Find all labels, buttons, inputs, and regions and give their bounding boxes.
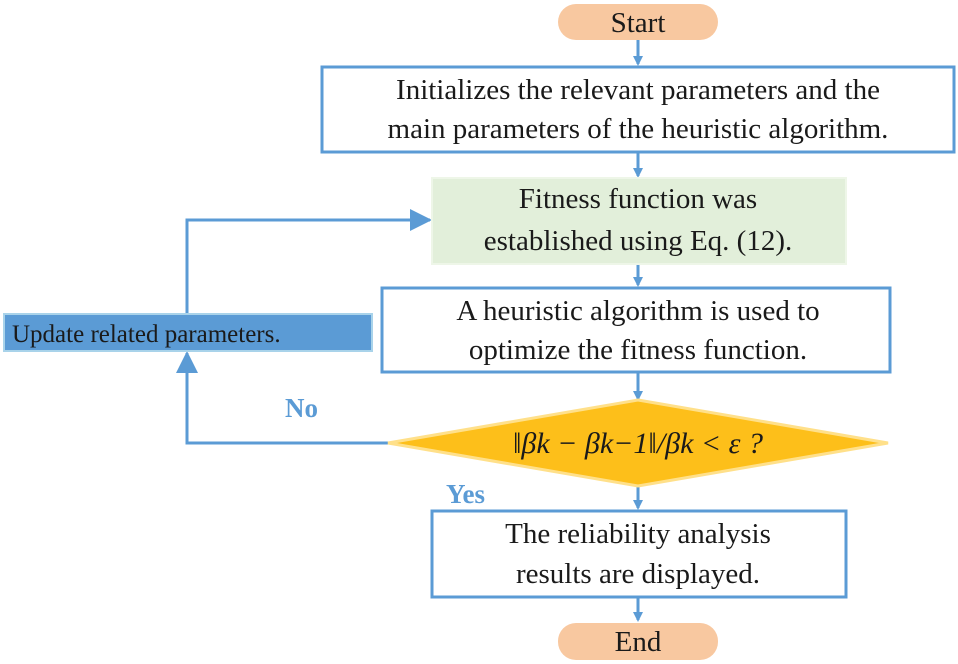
results-box [430,509,848,599]
results-line-1: The reliability analysis [505,518,771,550]
fitness-line-1: Fitness function was [519,183,757,215]
arrow-no-update [176,351,390,445]
fitness-line-2: established using Eq. (12). [484,225,792,257]
decision-diamond [387,398,889,488]
update-box [3,313,373,352]
init-line-2: main parameters of the heuristic algorit… [388,113,889,145]
end-terminal [558,623,718,660]
optimize-box [380,286,892,374]
fitness-box [431,177,847,265]
optimize-line-1: A heuristic algorithm is used to [456,295,819,327]
init-box [320,65,956,154]
arrow-update-fitness [185,209,432,313]
start-label: Start [611,7,666,39]
results-line-2: results are displayed. [516,558,760,590]
update-label: Update related parameters. [12,321,281,348]
start-terminal [558,4,718,40]
end-label: End [615,626,662,658]
decision-condition: ‖βk − βk−1‖/βk < ε ? [513,427,763,460]
optimize-line-2: optimize the fitness function. [469,334,807,366]
yes-label: Yes [446,479,485,509]
init-line-1: Initializes the relevant parameters and … [396,74,880,106]
no-label: No [285,393,318,423]
